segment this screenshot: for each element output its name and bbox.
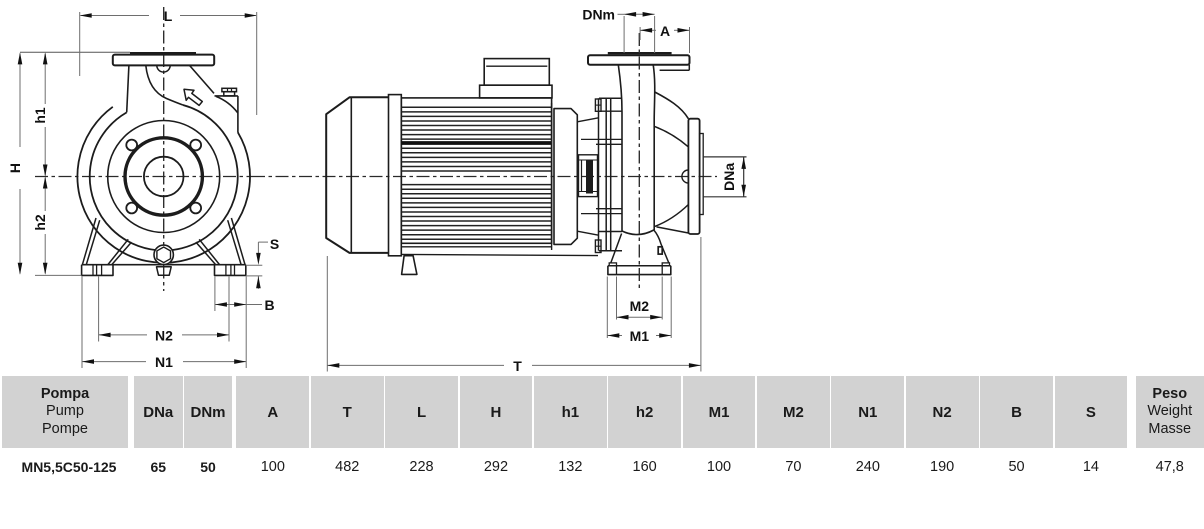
svg-text:S: S	[270, 236, 279, 252]
svg-text:M1: M1	[630, 328, 650, 344]
svg-text:T: T	[513, 358, 522, 374]
svg-text:B: B	[264, 297, 274, 313]
svg-text:N1: N1	[155, 354, 173, 370]
svg-text:h2: h2	[32, 214, 48, 231]
svg-text:N2: N2	[155, 327, 173, 343]
svg-text:h1: h1	[32, 107, 48, 124]
svg-text:L: L	[164, 8, 173, 24]
svg-text:DNa: DNa	[721, 163, 737, 191]
svg-text:A: A	[660, 23, 670, 39]
svg-text:H: H	[7, 163, 23, 173]
svg-text:M2: M2	[630, 298, 650, 314]
svg-text:DNm: DNm	[582, 7, 615, 23]
